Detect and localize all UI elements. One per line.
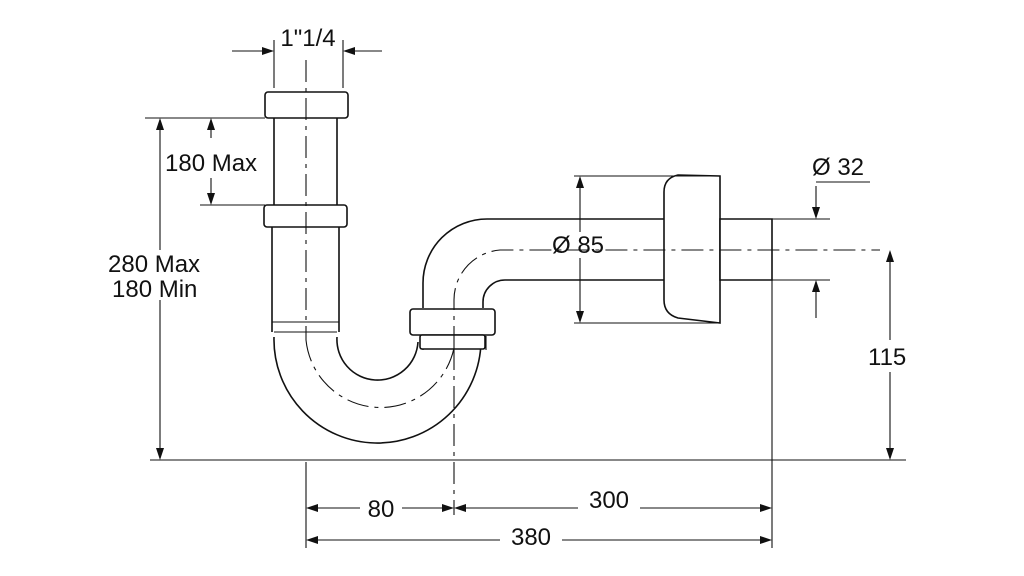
height-min-label: 180 Min [112,276,197,303]
outlet-bend [409,218,664,350]
centre-lines [305,60,880,515]
trap-width-label: 80 [368,496,395,523]
height-max-label: 280 Max [108,251,200,278]
wall-flange [663,174,773,324]
flange-diameter-label: Ø 85 [552,232,604,259]
dimension-lines [156,47,894,544]
extension-label: 180 Max [165,150,257,177]
trap-nut-collar [419,334,486,350]
outlet-length-label: 300 [589,487,629,514]
total-length-label: 380 [511,524,551,551]
trap-nut [409,308,496,336]
pipe-diameter-label: 1"1/4 [280,25,335,52]
outlet-height-label: 115 [868,344,906,371]
dimension-labels: 1"1/4 180 Max 280 Max 180 Min Ø 85 Ø 32 … [108,25,906,551]
outlet-diameter-label: Ø 32 [812,154,864,181]
extension-lines [145,40,906,548]
